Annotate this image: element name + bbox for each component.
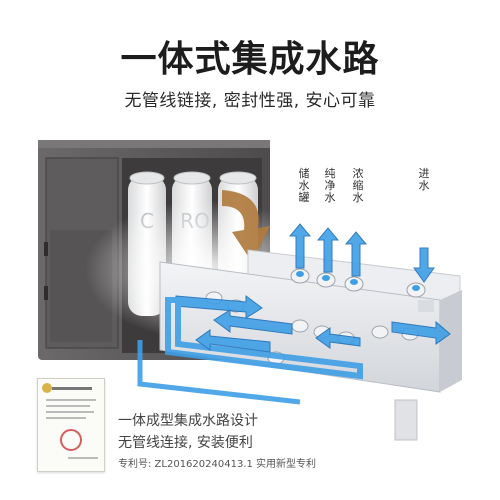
label-pure-water: 纯净水	[324, 167, 336, 204]
label-inlet: 进水	[418, 167, 430, 192]
label-storage-tank: 储水罐	[298, 167, 310, 204]
water-flow-arrows	[137, 223, 451, 405]
main-direction-arrow	[222, 190, 270, 262]
feature-line-1: 一体成型集成水路设计	[118, 413, 258, 429]
subheadline: 无管线链接, 密封性强, 安心可靠	[124, 91, 376, 111]
label-concentrate: 浓缩水	[352, 167, 364, 204]
headline: 一体式集成水路	[120, 39, 380, 80]
red-seal-icon	[60, 429, 82, 451]
patent-number: 专利号: ZL201620240413.1 实用新型专利	[118, 459, 317, 470]
feature-line-2: 无管线连接, 安装便利	[118, 435, 253, 451]
certificate-emblem-icon	[42, 383, 52, 393]
patent-certificate	[37, 378, 105, 472]
